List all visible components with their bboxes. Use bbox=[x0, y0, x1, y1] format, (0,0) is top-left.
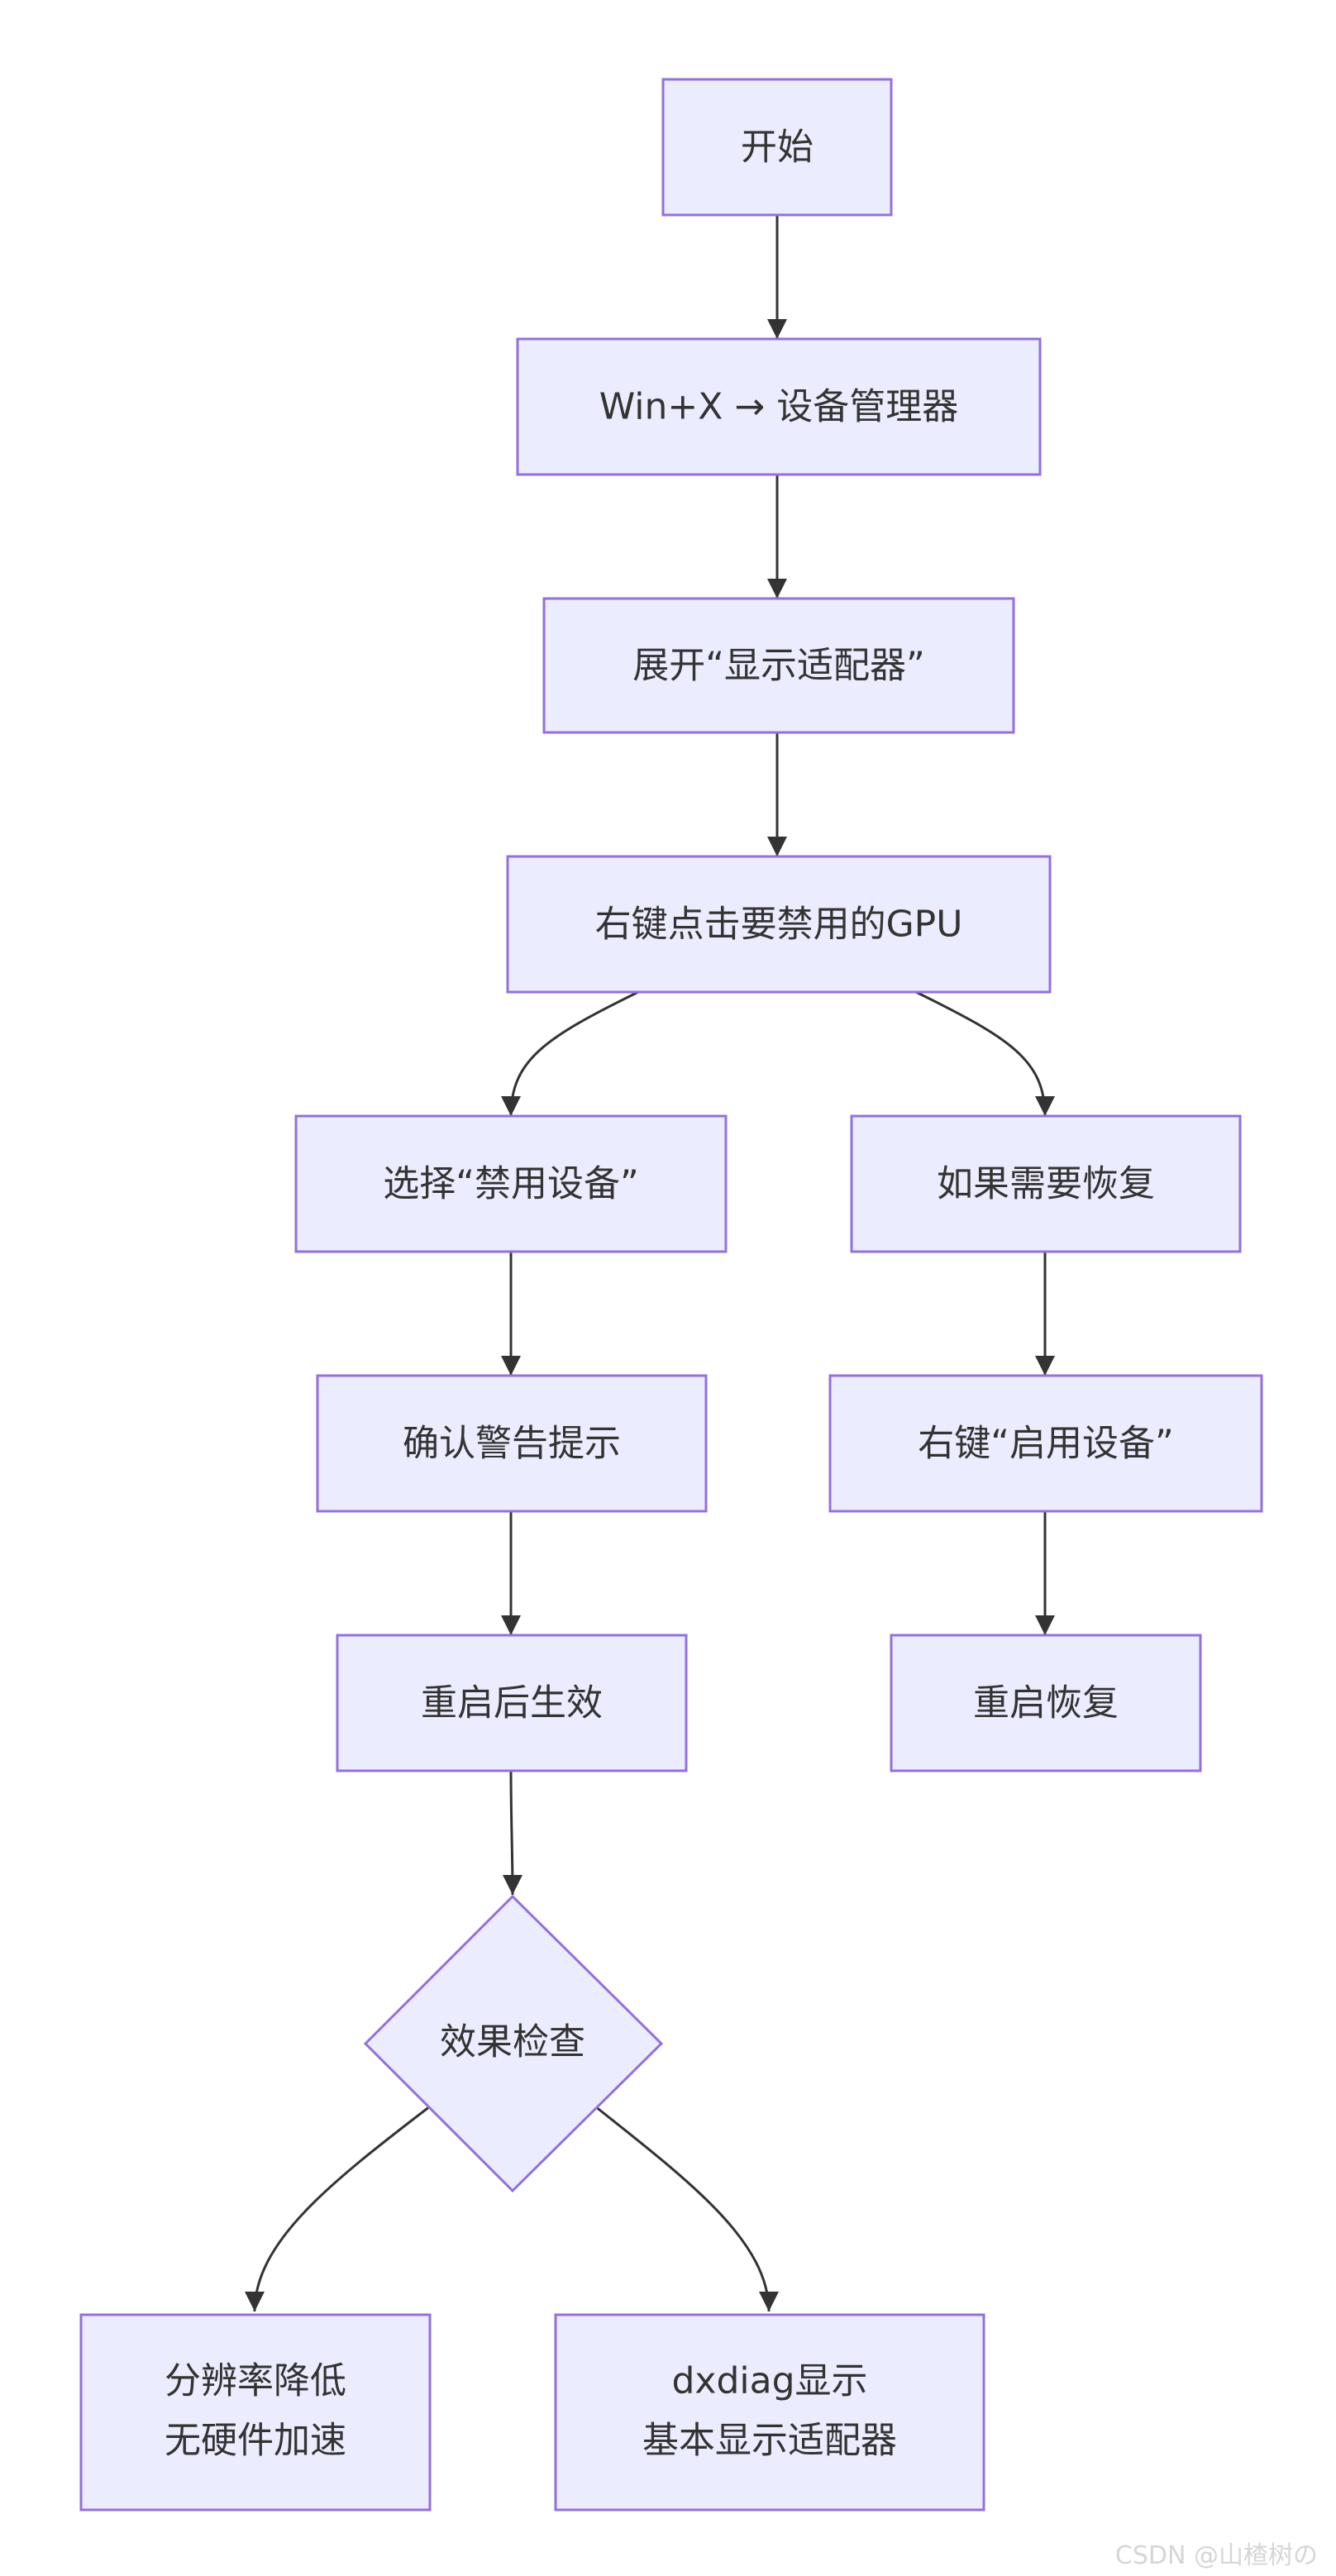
node-reboot-restore: 重启恢复 bbox=[890, 1634, 1202, 1772]
node-reboot-restore-label: 重启恢复 bbox=[973, 1682, 1119, 1724]
node-reboot-takes-effect-label: 重启后生效 bbox=[421, 1682, 603, 1724]
node-confirm-warning: 确认警告提示 bbox=[316, 1374, 708, 1513]
node-device-manager-label: Win+X → 设备管理器 bbox=[599, 386, 959, 428]
edge-rightclick-disable bbox=[501, 990, 639, 1117]
node-dxdiag-basic-adapter: dxdiag显示 基本显示适配器 bbox=[554, 2313, 985, 2512]
node-resolution-lowered-line1: 分辨率降低 bbox=[165, 2360, 346, 2402]
edge-reboot-check bbox=[502, 1770, 522, 1896]
node-dxdiag-basic-adapter-line1: dxdiag显示 bbox=[671, 2360, 867, 2402]
edge-check-res bbox=[245, 2105, 431, 2312]
node-resolution-lowered: 分辨率降低 无硬件加速 bbox=[79, 2313, 432, 2512]
node-effect-check-label: 效果检查 bbox=[440, 2021, 585, 2063]
node-confirm-warning-label: 确认警告提示 bbox=[403, 1423, 621, 1465]
node-reboot-takes-effect: 重启后生效 bbox=[336, 1634, 688, 1772]
node-expand-display-adapters-label: 展开“显示适配器” bbox=[632, 645, 925, 687]
node-dxdiag-basic-adapter-line2: 基本显示适配器 bbox=[642, 2420, 897, 2462]
node-select-disable-device: 选择“禁用设备” bbox=[294, 1114, 728, 1253]
node-right-click-enable-device: 右键“启用设备” bbox=[828, 1374, 1263, 1513]
node-resolution-lowered-line2: 无硬件加速 bbox=[165, 2420, 346, 2462]
edge-rightclick-restore bbox=[915, 990, 1055, 1117]
node-effect-check: 效果检查 bbox=[363, 1894, 664, 2193]
watermark: CSDN @山楂树の bbox=[1114, 2541, 1318, 2570]
node-right-click-gpu-label: 右键点击要禁用的GPU bbox=[595, 904, 963, 946]
node-start: 开始 bbox=[661, 78, 893, 217]
node-right-click-gpu: 右键点击要禁用的GPU bbox=[506, 855, 1052, 994]
node-right-click-enable-device-label: 右键“启用设备” bbox=[918, 1423, 1174, 1465]
node-if-restore-needed-label: 如果需要恢复 bbox=[937, 1163, 1155, 1205]
node-expand-display-adapters: 展开“显示适配器” bbox=[542, 597, 1015, 734]
node-select-disable-device-label: 选择“禁用设备” bbox=[383, 1163, 639, 1205]
edge-check-dxdiag bbox=[594, 2105, 779, 2312]
edges bbox=[245, 215, 1055, 2312]
node-start-label: 开始 bbox=[741, 126, 814, 169]
node-if-restore-needed: 如果需要恢复 bbox=[850, 1114, 1242, 1253]
node-device-manager: Win+X → 设备管理器 bbox=[516, 337, 1042, 476]
